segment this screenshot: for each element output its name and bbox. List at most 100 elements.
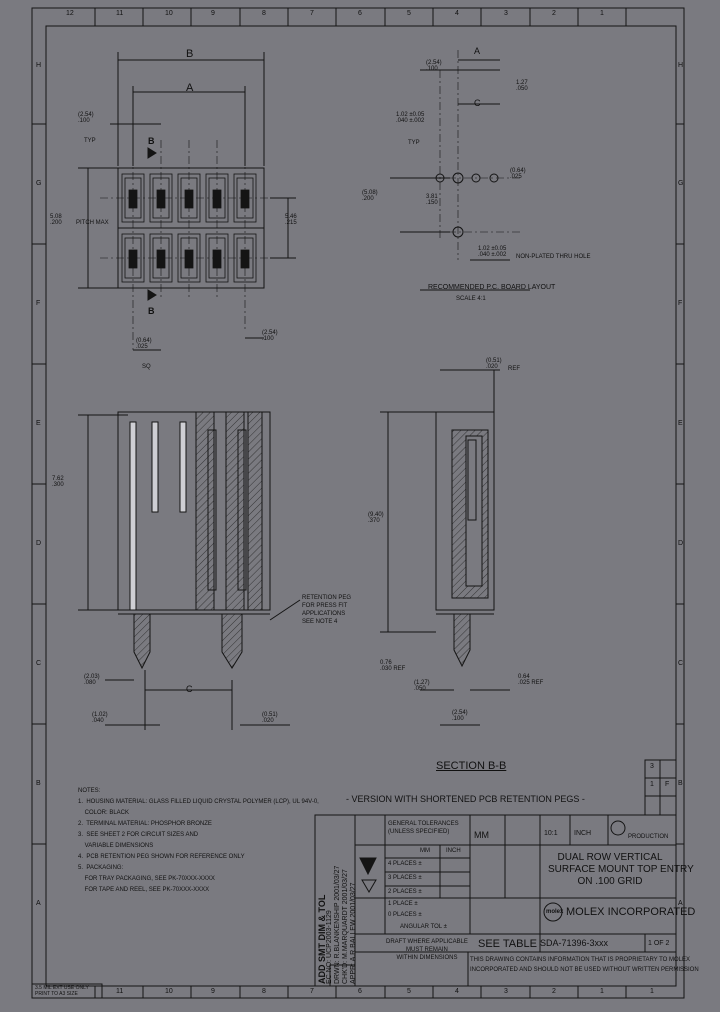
- right-dim-bottom: 0.76 .030 REF: [380, 660, 406, 672]
- pcb-dim-row: (2.54) .100: [426, 60, 442, 72]
- company-name: MOLEX INCORPORATED: [566, 906, 696, 918]
- zone-label: 5: [407, 10, 411, 17]
- dim-right-top: (0.51) .020: [486, 358, 502, 370]
- zone-label: G: [678, 180, 684, 187]
- corner-note: 3.5 MIL EXT USE ONLY PRINT TO A3 SIZE: [35, 985, 89, 997]
- zone-label: 7: [310, 10, 314, 17]
- zone-label: 10: [165, 988, 173, 995]
- title-line: ON .100 GRID: [577, 876, 643, 887]
- right-dim-3: (2.54) .100: [452, 710, 468, 722]
- zone-label: A: [678, 900, 683, 907]
- zone-label: D: [678, 540, 684, 547]
- top-view: [78, 52, 296, 351]
- pcb-dim-edge: 1.27 .050: [516, 80, 528, 92]
- dim-a-label: A: [186, 82, 194, 94]
- zone-label: F: [678, 300, 683, 307]
- draft-note: DRAFT WHERE APPLICABLE MUST REMAIN WITHI…: [386, 939, 468, 961]
- inch-label: INCH: [446, 848, 461, 854]
- tol-row: 0 PLACES ±: [388, 912, 422, 918]
- molex-logo: molex: [546, 909, 564, 915]
- document-number: SDA-71396-3xxx: [540, 938, 609, 948]
- notes-block: NOTES: 1. HOUSING MATERIAL: GLASS FILLED…: [78, 786, 319, 896]
- right-dim-4: 0.64 .025 REF: [518, 674, 544, 686]
- zone-label: 8: [262, 10, 266, 17]
- note-line: 1. HOUSING MATERIAL: GLASS FILLED LIQUID…: [78, 799, 319, 805]
- revision-label: ADD SMT DIM & TOL: [317, 894, 327, 984]
- see-table: SEE TABLE: [478, 938, 537, 950]
- zone-label: C: [36, 660, 42, 667]
- zone-label: A: [36, 900, 41, 907]
- dim-bottom-left: (1.02) .040: [92, 712, 108, 724]
- title-block-lines: [31, 759, 677, 999]
- pcb-layout-scale: SCALE 4:1: [456, 296, 486, 302]
- zone-label: 9: [211, 988, 215, 995]
- revision-line: DRWN: R.BLANKENSHIP 2001/03/27: [334, 865, 341, 984]
- pcb-dim-a: A: [474, 46, 481, 56]
- zone-label: 9: [211, 10, 215, 17]
- zone-label: 11: [116, 10, 124, 17]
- tol-row: 4 PLACES ±: [388, 861, 422, 867]
- proprietary-note: THIS DRAWING CONTAINS INFORMATION THAT I…: [470, 957, 699, 973]
- dim-width-note: PITCH MAX: [76, 220, 109, 226]
- zone-label: D: [36, 540, 42, 547]
- revision-line: CHK'D: M.MARQUARDT 2001/03/27: [342, 869, 349, 984]
- pcb-dim-hole: 1.02 ±0.05 .040 ±.002: [396, 112, 425, 124]
- sheet-letter: 1: [650, 781, 654, 788]
- dim-peg-left: (2.03) .080: [84, 674, 100, 686]
- outer-border: [31, 7, 685, 999]
- zone-label: 2: [552, 10, 556, 17]
- zone-label: 5: [407, 988, 411, 995]
- zone-label: B: [678, 780, 683, 787]
- pcb-layout-title: RECOMMENDED P.C. BOARD LAYOUT: [428, 284, 556, 291]
- scale-value: 10:1: [544, 830, 558, 837]
- zone-label: 10: [165, 10, 173, 17]
- retention-note: RETENTION PEG FOR PRESS FIT APPLICATIONS…: [302, 595, 352, 625]
- zone-label: H: [36, 62, 42, 69]
- zone-label: 4: [455, 10, 459, 17]
- zone-label: 6: [358, 10, 362, 17]
- tolerance-header: GENERAL TOLERANCES (UNLESS SPECIFIED): [388, 821, 459, 835]
- drawing-title: DUAL ROW VERTICAL SURFACE MOUNT TOP ENTR…: [548, 852, 694, 888]
- zone-label: E: [678, 420, 683, 427]
- pcb-dim-outer: 1.02 ±0.05 .040 ±.002: [478, 246, 507, 258]
- drawing-units: MM: [474, 830, 489, 840]
- zone-label: 1: [600, 10, 604, 17]
- zone-label: 8: [262, 988, 266, 995]
- angular-tol: ANGULAR TOL ±: [400, 924, 447, 930]
- tol-row: 1 PLACE ±: [388, 901, 418, 907]
- section-label: SECTION B-B: [436, 760, 507, 772]
- revision-line: APPR: A.R.BALLEW 2001/03/27: [350, 882, 357, 984]
- revision-strip: ADD SMT DIM & TOL EC NO: UCP2003-1129 DR…: [317, 865, 358, 984]
- tol-row: 3 PLACES ±: [388, 875, 422, 881]
- dim-width: 5.08 .200: [50, 214, 62, 226]
- design-units: INCH: [574, 830, 592, 837]
- title-line: SURFACE MOUNT TOP ENTRY: [548, 864, 694, 875]
- right-dim-2: (1.27) .050: [414, 680, 430, 692]
- side-section-view: [380, 369, 510, 726]
- section-mark-bottom: B: [148, 306, 155, 316]
- zone-label: C: [678, 660, 684, 667]
- zone-label: 6: [358, 988, 362, 995]
- pcb-dim-c: C: [474, 98, 481, 108]
- section-caption: - VERSION WITH SHORTENED PCB RETENTION P…: [346, 794, 585, 804]
- zone-label: 1: [600, 988, 604, 995]
- section-mark-top: B: [148, 136, 155, 146]
- zone-label: E: [36, 420, 41, 427]
- zone-label: 3: [504, 10, 508, 17]
- pcb-line: PRODUCTION: [628, 834, 669, 840]
- revision-line: EC NO: UCP2003-1129: [326, 910, 333, 984]
- note-line: COLOR: BLACK: [78, 810, 130, 816]
- pcb-dim-pad3: (5.08) .200: [362, 190, 378, 202]
- sheet-number: 1 OF 2: [648, 940, 670, 947]
- dim-c-label: C: [186, 684, 193, 694]
- note-line: 5. PACKAGING:: [78, 865, 124, 871]
- zone-label: 4: [455, 988, 459, 995]
- zone-label: 1: [650, 988, 654, 995]
- sheet-letter: F: [665, 781, 670, 788]
- dim-body: (9.40) .370: [368, 512, 384, 524]
- dim-end: (2.54) .100: [262, 330, 278, 342]
- metric-label: MM: [420, 848, 430, 854]
- dim-right-top-note: REF: [508, 366, 520, 372]
- zone-label: B: [36, 780, 41, 787]
